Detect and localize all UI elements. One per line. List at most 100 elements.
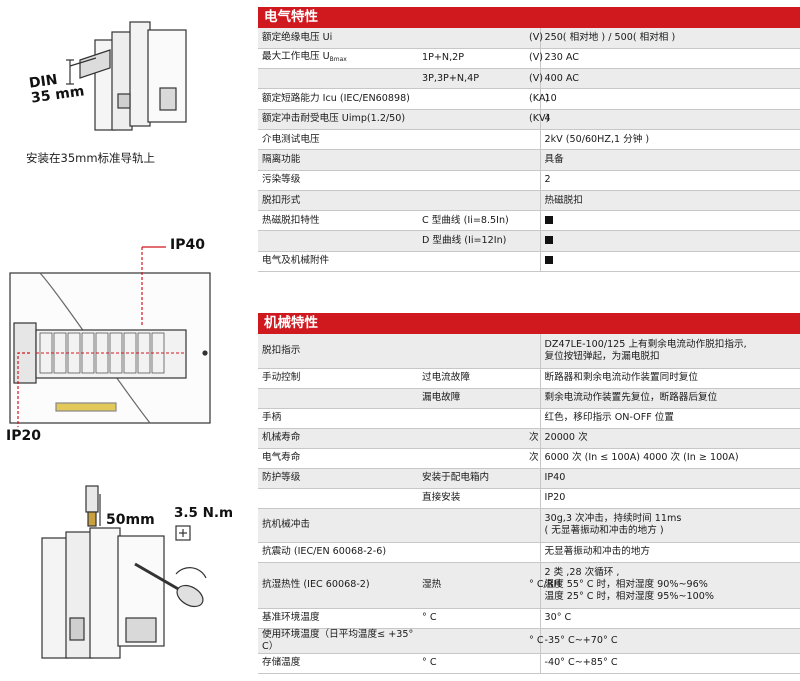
row-label-text: 电气及机械附件 [262,255,330,267]
row-label-text: 最大工作电压 U [262,50,330,62]
row-unit [525,190,541,212]
row-label-text: 抗湿热性 (IEC 60068-2) [262,579,370,590]
row-label: 机械寿命 [258,428,418,449]
row-sublabel [418,448,525,469]
mounting-caption: 安装在35mm标准导轨上 [26,151,156,165]
row-unit [525,210,541,232]
terminal-screw-illustration [41,485,207,659]
torque-label: 3.5 N.m [174,505,234,521]
row-label: 隔离功能 [258,149,418,171]
row-unit [525,408,541,429]
row-label-text: 基准环境温度 [262,612,320,623]
row-sublabel [418,428,525,449]
row-label: 介电测试电压 [258,129,418,151]
row-label: 脱扣指示 [258,334,418,369]
table-row: 手动控制过电流故障断路器和剩余电流动作装置同时复位 [258,368,800,389]
row-sublabel [418,109,525,130]
table-row: 抗震动 (IEC/EN 60068-2-6)无显著振动和冲击的地方 [258,542,800,563]
row-label: 污染等级 [258,170,418,191]
row-label-text: 抗震动 (IEC/EN 60068-2-6) [262,546,387,557]
row-label: 最大工作电压 UBmax [258,48,418,70]
row-sublabel: 漏电故障 [418,388,525,409]
row-value: 红色，移印指示 ON-OFF 位置 [540,408,800,429]
row-unit [525,368,541,389]
row-unit [525,129,541,151]
table-row: 额定冲击耐受电压 Uimp(1.2/50)(KV)4 [258,109,800,130]
row-label: 手柄 [258,408,418,429]
table-row: 热磁脱扣特性 C 型曲线 (Ii=8.5In) [258,210,800,232]
table-row: 抗湿热性 (IEC 60068-2)湿热° C/RH2 类 ,28 次循环 , … [258,562,800,609]
row-sublabel: C 型曲线 (Ii=8.5In) [418,210,525,232]
row-value: 断路器和剩余电流动作装置同时复位 [540,368,800,389]
row-label-subscript: Bmax [329,55,347,63]
row-unit: 次 [525,448,541,469]
row-label-text: 手动控制 [262,372,301,383]
table-row: 介电测试电压 2kV (50/60HZ,1 分钟 ) [258,129,800,151]
row-unit: 次 [525,428,541,449]
row-label-text: 使用环境温度（日平均温度≤ +35° C） [262,628,414,652]
row-unit [525,488,541,509]
row-value: DZ47LE-100/125 上有剩余电流动作脱扣指示, 复位按钮弹起，为漏电脱… [540,334,800,369]
table-row: 脱扣形式热磁脱扣 [258,190,800,212]
row-sublabel [418,408,525,429]
row-value: 230 AC [540,48,800,70]
row-unit [525,653,541,674]
row-value: 10 [540,88,800,110]
table-row: 3P,3P+N,4P(V)400 AC [258,68,800,90]
row-value: 20000 次 [540,428,800,449]
row-unit: ° C/RH [525,562,561,609]
table-row: 手柄 红色，移印指示 ON-OFF 位置 [258,408,800,429]
illustration-pane: DIN 35 mm 安装在35mm标准导轨上 [0,0,255,681]
row-sublabel [418,28,525,49]
row-label: 基准环境温度 [258,608,418,629]
table-row: 额定绝缘电压 Ui(V)250( 相对地 ) / 500( 相对相 ) [258,28,800,49]
row-label-text: 热磁脱扣特性 [262,214,320,226]
row-label: 抗震动 (IEC/EN 60068-2-6) [258,542,418,563]
table-row: 存储温度° C-40° C~+85° C [258,653,800,674]
row-unit [525,149,541,171]
table-row: 隔离功能具备 [258,149,800,171]
table-row: 脱扣指示 DZ47LE-100/125 上有剩余电流动作脱扣指示, 复位按钮弹起，… [258,334,800,369]
row-sublabel [418,129,525,151]
row-sublabel [418,251,525,273]
row-value [540,210,800,232]
row-label-text: 额定冲击耐受电压 Uimp(1.2/50) [262,113,406,125]
row-sublabel [418,149,525,171]
row-unit [525,230,541,252]
row-label: 使用环境温度（日平均温度≤ +35° C） [258,628,418,654]
row-label-text: 手柄 [262,412,282,423]
row-label-text: 额定短路能力 Icu (IEC/EN60898) [262,93,410,105]
row-label-text: 介电测试电压 [262,133,320,145]
table-row: 使用环境温度（日平均温度≤ +35° C）° C-35° C~+70° C [258,628,800,654]
row-label: 抗机械冲击 [258,508,418,543]
row-label: 电气寿命 [258,448,418,469]
row-label [258,230,418,252]
table-row: D 型曲线 (Ii=12In) [258,230,800,252]
row-label: 防护等级 [258,468,418,489]
row-sublabel: D 型曲线 (Ii=12In) [418,230,525,252]
row-label [258,388,418,409]
row-label: 电气及机械附件 [258,251,418,273]
row-sublabel: 1P+N,2P [418,48,525,70]
row-value: 6000 次 (In ≤ 100A) 4000 次 (In ≥ 100A) [540,448,800,469]
row-label-text: 隔离功能 [262,153,301,165]
electrical-table: 额定绝缘电压 Ui(V)250( 相对地 ) / 500( 相对相 )最大工作电… [258,28,800,273]
row-value: 2kV (50/60HZ,1 分钟 ) [540,129,800,151]
row-label: 额定短路能力 Icu (IEC/EN60898) [258,88,418,110]
row-unit: (KV) [525,109,549,130]
row-sublabel [418,190,525,212]
row-label-text: 脱扣指示 [262,344,301,356]
distribution-box-illustration [9,246,211,427]
row-sublabel [418,508,525,543]
row-value: 30g,3 次冲击，持续时间 11ms ( 无显著振动和冲击的地方 ) [540,508,800,543]
row-unit: ° C [525,628,544,654]
filled-square-icon [544,236,553,245]
row-value: 2 类 ,28 次循环 , 温度 55° C 时，相对湿度 90%~96% 温度… [540,562,800,609]
row-sublabel: ° C [418,608,525,629]
row-label: 手动控制 [258,368,418,389]
